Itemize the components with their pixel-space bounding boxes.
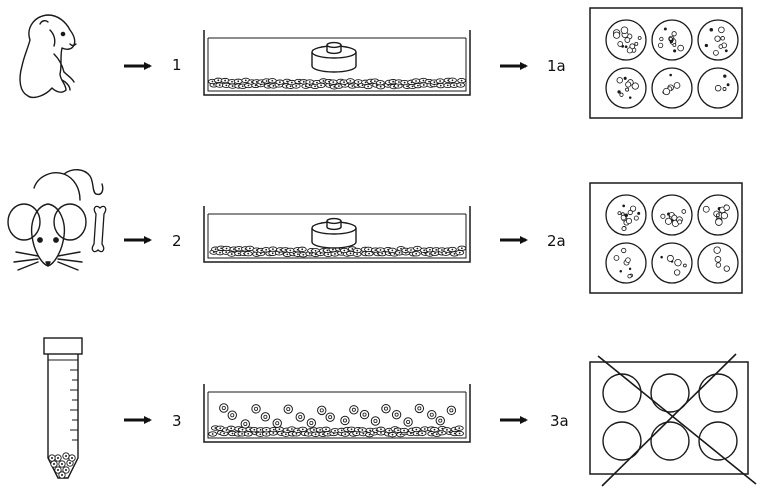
floating-cell	[381, 403, 391, 414]
floating-cell	[306, 418, 317, 428]
result-label-1a: 1a	[547, 57, 566, 75]
transwell-insert	[311, 41, 357, 73]
culture-dish	[203, 384, 471, 443]
plate-wells-2	[605, 194, 739, 284]
cell-layer	[208, 425, 465, 438]
floating-cell	[340, 415, 350, 426]
cell-layer	[208, 77, 467, 90]
floating-cells	[219, 403, 457, 429]
floating-cell	[325, 412, 335, 422]
mouse-pup-icon	[19, 14, 77, 99]
floating-cell	[240, 419, 251, 429]
floating-cell	[219, 403, 229, 413]
step-label-1: 1	[172, 56, 182, 74]
floating-cell	[435, 415, 445, 426]
floating-cell	[446, 405, 457, 416]
floating-cell	[272, 418, 282, 428]
well	[651, 242, 693, 284]
cell-layer	[209, 245, 467, 258]
floating-cell	[427, 410, 437, 420]
floating-cell	[251, 404, 261, 414]
floating-cell	[227, 410, 237, 420]
floating-cell	[283, 404, 293, 414]
culture-dish	[203, 30, 471, 96]
transwell-insert	[311, 217, 357, 249]
culture-dish	[203, 206, 471, 263]
tube-cell-pellet	[48, 452, 76, 479]
floating-cell	[317, 405, 327, 416]
cross-out-mark	[597, 353, 757, 487]
six-well-plate-2	[589, 182, 743, 294]
result-label-2a: 2a	[547, 232, 566, 250]
floating-cell	[349, 405, 359, 415]
floating-cell	[403, 417, 413, 427]
bone-icon	[91, 205, 107, 253]
floating-cell	[295, 412, 305, 422]
result-label-3a: 3a	[550, 412, 569, 430]
plate-wells-1	[605, 19, 739, 109]
step-label-3: 3	[172, 412, 182, 430]
empty-wells	[602, 373, 738, 461]
floating-cell	[370, 416, 381, 426]
six-well-plate-1	[589, 7, 743, 119]
floating-cell	[260, 412, 271, 422]
floating-cell	[414, 403, 425, 414]
adult-mouse-icon	[7, 169, 104, 271]
floating-cell	[359, 409, 370, 420]
floating-cell	[391, 409, 402, 420]
six-well-plate-3	[589, 361, 749, 475]
step-label-2: 2	[172, 232, 182, 250]
